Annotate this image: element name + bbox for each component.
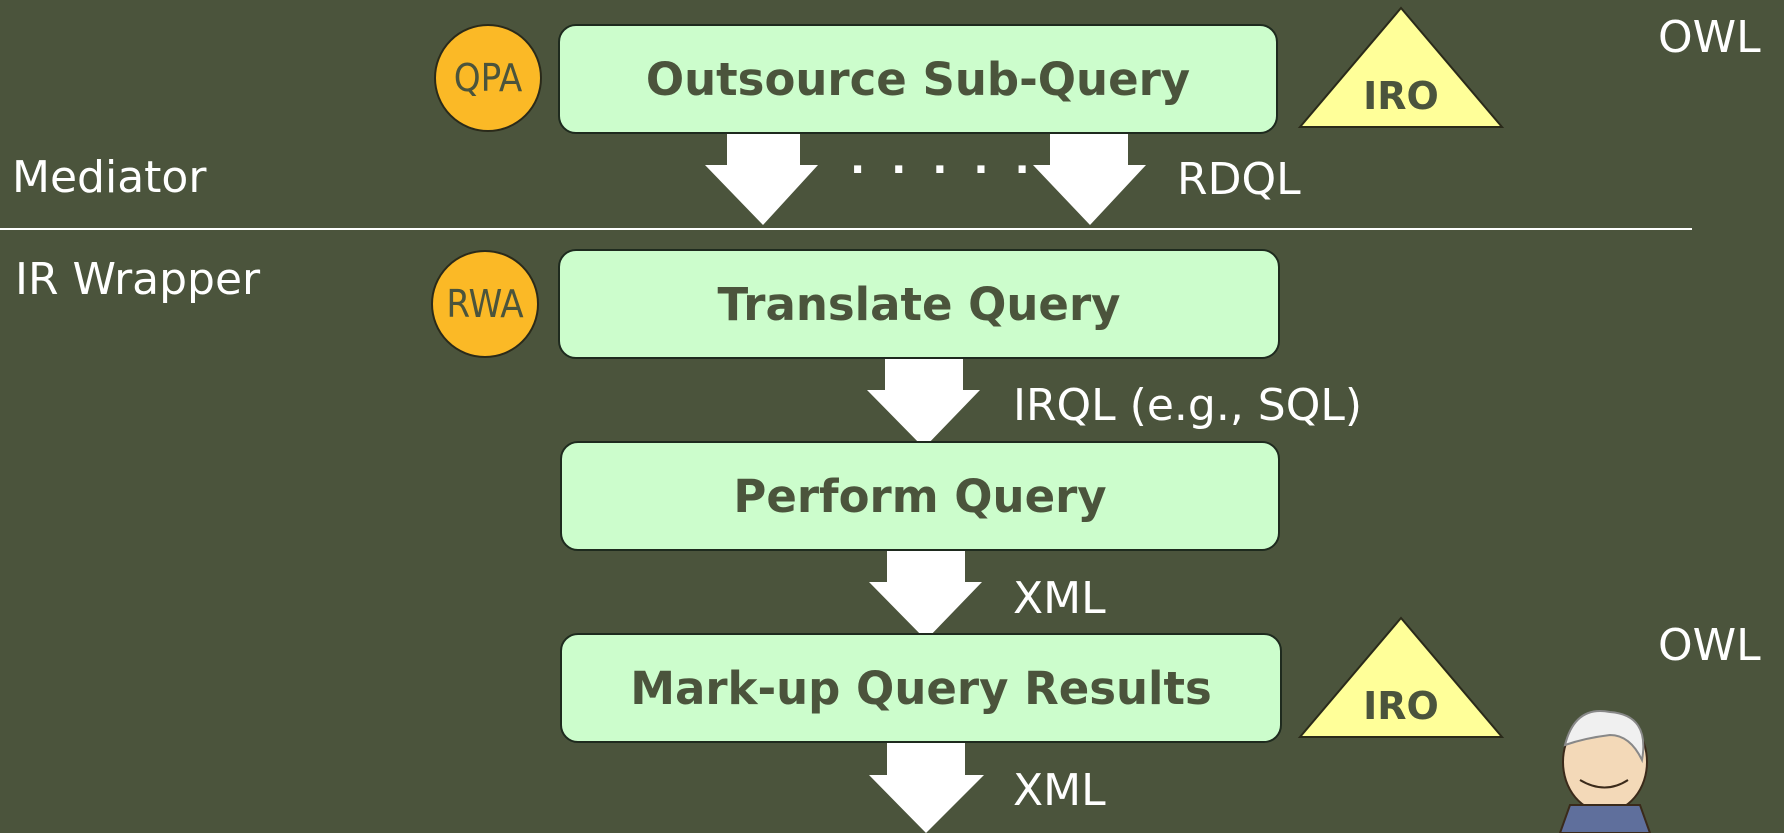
irql-label: IRQL (e.g., SQL) (1013, 380, 1363, 431)
perform-query-box: Perform Query (560, 441, 1280, 551)
xml-label-2: XML (1013, 765, 1106, 816)
perform-query-label: Perform Query (733, 469, 1107, 523)
old-man-illustration (1558, 710, 1652, 833)
outsource-subquery-box: Outsource Sub-Query (558, 24, 1278, 134)
iro-triangle-bottom (1297, 616, 1505, 738)
owl-label-top: OWL (1658, 12, 1761, 63)
arrow-down-translate-perform (867, 357, 980, 448)
translate-query-label: Translate Query (717, 277, 1121, 331)
arrow-down-markup-output (869, 742, 984, 833)
iro-triangle-top (1297, 6, 1505, 128)
translate-query-box: Translate Query (558, 249, 1280, 359)
markup-query-results-label: Mark-up Query Results (630, 661, 1212, 715)
rwa-agent-label: RWA (446, 282, 524, 326)
iro-label-top: IRO (1363, 74, 1439, 118)
qpa-agent-label: QPA (453, 56, 523, 100)
qpa-agent-circle: QPA (434, 24, 542, 132)
mediator-label: Mediator (12, 152, 207, 203)
arrow-down-mediator-left (705, 133, 818, 225)
rdql-label: RDQL (1177, 154, 1301, 205)
arrow-down-perform-markup (869, 550, 982, 640)
markup-query-results-box: Mark-up Query Results (560, 633, 1282, 743)
owl-label-bottom: OWL (1658, 620, 1761, 671)
xml-label-1: XML (1013, 573, 1106, 624)
outsource-subquery-label: Outsource Sub-Query (645, 52, 1191, 106)
iro-label-bottom: IRO (1363, 684, 1439, 728)
ellipsis-dots: · · · · · (850, 147, 1036, 193)
arrow-down-mediator-right (1033, 133, 1146, 225)
rwa-agent-circle: RWA (431, 250, 539, 358)
ir-wrapper-label: IR Wrapper (15, 254, 261, 305)
